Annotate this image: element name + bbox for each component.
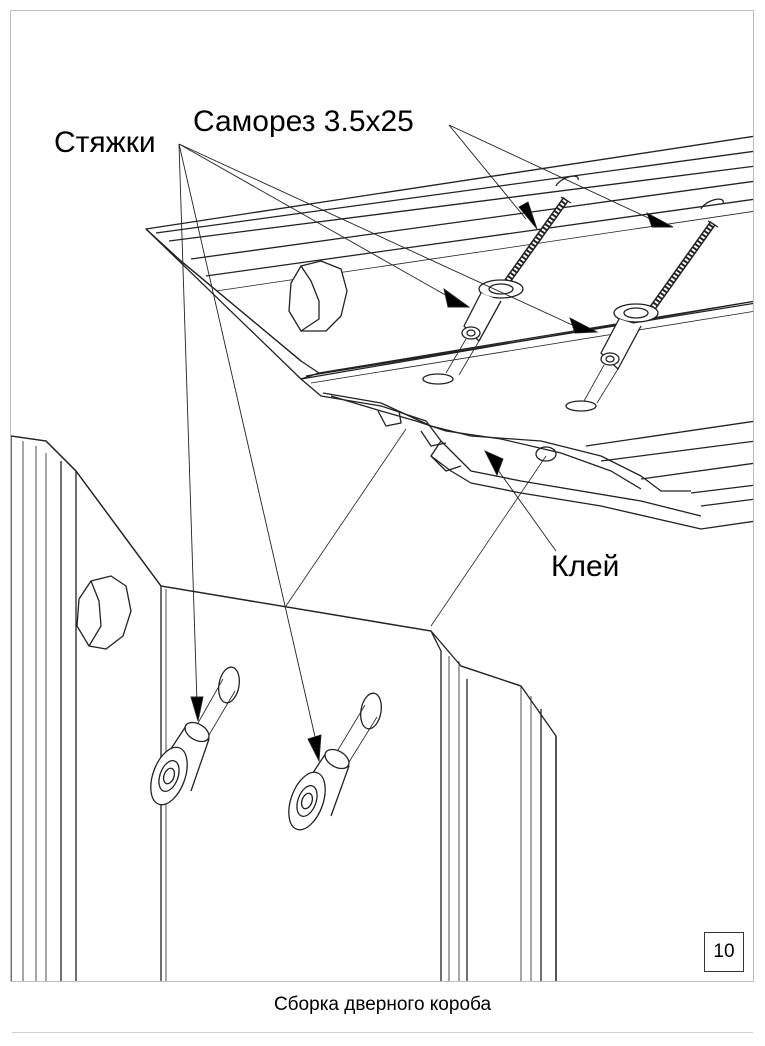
drawing-frame: Саморез 3.5х25 Стяжки Клей [10, 10, 754, 982]
tie-fitting-side-1 [150, 678, 236, 806]
glue-guide-2 [430, 455, 547, 627]
leader-tie-1-arrow [443, 287, 471, 308]
ties-label: Стяжки [54, 126, 156, 159]
screw-2 [646, 220, 719, 316]
tie-fitting-top-2 [583, 303, 659, 404]
hole-side-2 [360, 692, 382, 730]
leader-glue-arrow [484, 450, 504, 477]
hole-side-1 [218, 666, 240, 704]
glue-hole [535, 446, 557, 462]
screw-label: Саморез 3.5х25 [193, 105, 414, 138]
leader-tie-3 [178, 143, 198, 704]
knob-top [288, 260, 348, 332]
leader-tie-4 [178, 143, 317, 742]
leader-tie-4-arrow [307, 734, 322, 763]
slot-top-1 [555, 175, 579, 187]
leader-tie-2-arrow [569, 317, 599, 334]
slot-top-2 [700, 198, 724, 210]
hole-under-2 [565, 400, 597, 412]
glue-label: Клей [551, 550, 620, 583]
leader-glue [492, 462, 557, 552]
side-post [11, 435, 557, 981]
hole-under-1 [422, 373, 454, 385]
knob-side [76, 575, 132, 650]
leader-screw-1-arrow [518, 201, 538, 230]
tie-fitting-side-2 [288, 704, 378, 831]
bottom-divider [12, 1032, 753, 1033]
assembly-drawing [11, 124, 753, 981]
leader-screw-1 [448, 124, 527, 220]
leader-tie-2 [178, 143, 582, 330]
page-number: 10 [704, 932, 744, 972]
glue-guide-1 [285, 428, 407, 607]
top-beam [145, 135, 753, 530]
tie-fitting-top-1 [445, 279, 524, 376]
leader-screw-2 [448, 124, 660, 224]
leader-tie-1 [178, 143, 457, 302]
leader-tie-3-arrow [190, 696, 204, 722]
screw-1 [496, 196, 572, 296]
leader-screw-2-arrow [646, 212, 674, 228]
page-caption: Сборка дверного короба [273, 994, 492, 1015]
